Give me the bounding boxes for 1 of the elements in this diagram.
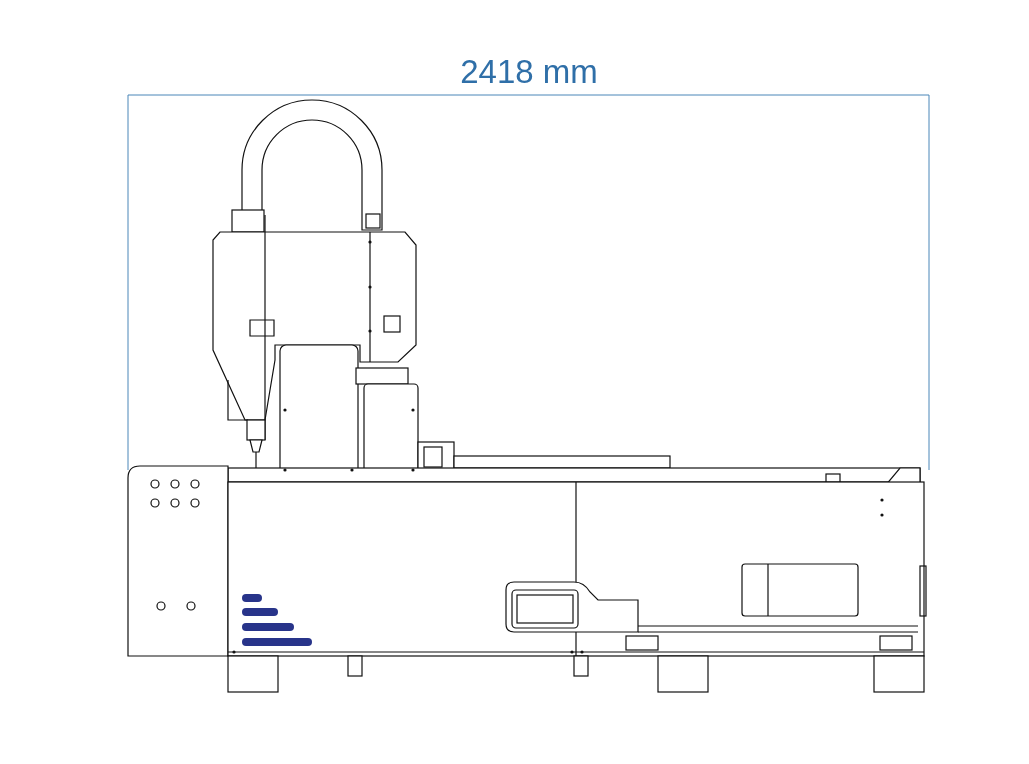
dimension-label: 2418 mm <box>459 52 599 92</box>
